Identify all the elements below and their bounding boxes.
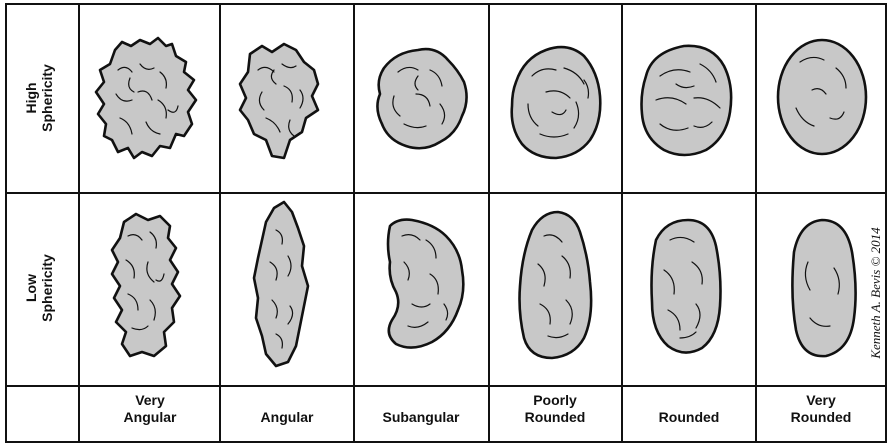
grain-low-subangular: [388, 220, 463, 348]
row-label-low-sphericity-line2: Sphericity: [39, 254, 55, 322]
grain-high-angular: [240, 44, 318, 158]
grain-low-poorly-rounded: [520, 212, 592, 358]
column-label-poorly-rounded-line1: Poorly: [490, 392, 620, 409]
row-label-high-sphericity-line2: Sphericity: [39, 64, 55, 132]
column-label-poorly-rounded-line2: Rounded: [490, 409, 620, 426]
column-label-very-rounded-line2: Rounded: [756, 409, 886, 426]
column-label-angular: Angular: [222, 409, 352, 426]
column-label-subangular: Subangular: [356, 409, 486, 426]
grain-low-very-angular: [112, 214, 180, 356]
grain-high-rounded: [642, 46, 732, 155]
grain-high-very-angular: [96, 38, 196, 158]
column-label-very-rounded-line1: Very: [756, 392, 886, 409]
grain-low-angular: [254, 202, 308, 366]
column-label-very-angular: Very Angular: [85, 392, 215, 426]
column-label-rounded-line2: Rounded: [624, 409, 754, 426]
copyright-watermark: Kenneth A. Bevis © 2014: [868, 227, 883, 360]
column-label-poorly-rounded: Poorly Rounded: [490, 392, 620, 426]
column-label-subangular-line2: Subangular: [356, 409, 486, 426]
column-label-very-rounded: Very Rounded: [756, 392, 886, 426]
row-label-high-sphericity-line1: High: [23, 82, 39, 113]
grain-low-very-rounded: [792, 220, 855, 356]
grain-high-subangular: [377, 49, 466, 148]
grain-high-very-rounded: [778, 40, 866, 154]
column-label-rounded: Rounded: [624, 409, 754, 426]
column-label-very-angular-line1: Very: [85, 392, 215, 409]
row-label-low-sphericity-line1: Low: [23, 274, 39, 302]
grain-high-poorly-rounded: [512, 47, 601, 158]
column-label-very-angular-line2: Angular: [85, 409, 215, 426]
column-label-angular-line2: Angular: [222, 409, 352, 426]
grain-low-rounded: [652, 220, 721, 353]
